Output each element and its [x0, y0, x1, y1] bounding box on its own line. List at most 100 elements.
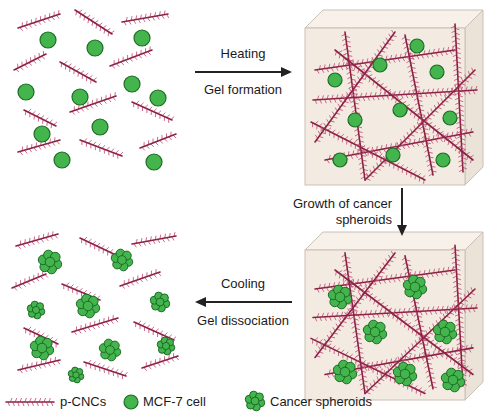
- fibril-core: [12, 274, 46, 288]
- cell: [92, 119, 108, 135]
- cell: [146, 154, 162, 170]
- fibril-core: [405, 256, 433, 389]
- step-label: Heating: [221, 46, 266, 62]
- cell: [386, 148, 400, 162]
- fibril-branches: [336, 270, 473, 376]
- spheroid: [333, 360, 356, 384]
- fibril-core: [72, 318, 118, 332]
- fibril-core: [335, 50, 473, 160]
- cell: [40, 32, 56, 48]
- process-arrow-shaft: [206, 301, 292, 303]
- gel-side-face: [465, 232, 483, 400]
- process-arrow-shaft: [195, 71, 281, 73]
- spheroid-cell: [118, 256, 127, 265]
- spheroid-cell: [370, 327, 380, 337]
- cell: [393, 103, 407, 117]
- spheroid: [157, 337, 175, 355]
- fibril-core: [365, 289, 475, 394]
- spheroid: [393, 362, 416, 386]
- process-arrow-shaft: [401, 188, 403, 225]
- fibril-core: [345, 32, 365, 180]
- fibril-core: [311, 122, 425, 180]
- fibril-core: [140, 134, 176, 148]
- spheroid-cell: [45, 257, 55, 267]
- step-label: Cooling: [221, 276, 265, 292]
- cell: [87, 40, 103, 56]
- cell: [54, 152, 70, 168]
- cell: [328, 73, 342, 87]
- fibril-core: [335, 270, 473, 375]
- spheroid-cell: [156, 298, 164, 306]
- sol-state: [14, 10, 176, 170]
- cell: [443, 111, 457, 125]
- legend-text: Cancer spheroids: [270, 394, 372, 410]
- spheroid-cell: [400, 369, 410, 379]
- cell: [124, 395, 138, 409]
- fibril-core: [122, 14, 168, 22]
- spheroid-cell: [32, 306, 39, 313]
- gel-side-face: [465, 10, 483, 185]
- fibril-core: [132, 102, 172, 120]
- spheroid-cell: [251, 397, 259, 405]
- fibril-branches: [315, 30, 396, 141]
- process-arrow-head: [281, 67, 292, 77]
- spheroid-cell: [37, 343, 47, 353]
- step-label: Growth of cancer spheroids: [288, 196, 392, 228]
- spheroid: [245, 391, 264, 411]
- fibril-core: [110, 50, 152, 66]
- fibril-branches: [316, 251, 397, 357]
- fibril-core: [134, 322, 174, 340]
- spheroid-cell: [440, 327, 450, 337]
- spheroid: [441, 368, 464, 392]
- gel-top-face: [305, 232, 483, 250]
- fibril-core: [24, 110, 56, 126]
- fibril-core: [120, 272, 160, 286]
- process-arrows: [195, 67, 407, 307]
- spheroid: [111, 249, 132, 271]
- cell: [348, 113, 362, 127]
- fibril-core: [365, 70, 475, 180]
- cell: [72, 89, 88, 105]
- fibril-core: [18, 360, 60, 370]
- spheroid-cell: [335, 292, 345, 302]
- legend-text: p-CNCs: [60, 394, 106, 410]
- fibril-core: [315, 253, 395, 358]
- gel-top-face: [305, 10, 483, 28]
- fibril-branches: [335, 51, 473, 164]
- spheroid-cell: [410, 282, 420, 292]
- step-label: Gel dissociation: [197, 313, 289, 329]
- spheroid: [38, 250, 61, 274]
- cell: [373, 58, 387, 72]
- cell: [134, 30, 150, 46]
- fibril-core: [16, 234, 58, 246]
- fibril-core: [132, 236, 176, 244]
- fibril-core: [6, 401, 54, 403]
- spheroid: [27, 301, 45, 319]
- spheroid-cell: [162, 342, 169, 349]
- spheroid: [76, 294, 99, 318]
- spheroid: [150, 292, 169, 312]
- fibril-branches: [76, 10, 115, 36]
- spheroid: [30, 336, 53, 360]
- fibril-core: [75, 10, 112, 34]
- cell: [333, 153, 347, 167]
- fibril-core: [84, 362, 126, 376]
- legend-icons: [6, 391, 265, 411]
- fibril-core: [60, 62, 96, 82]
- cell: [430, 65, 444, 79]
- released-spheroids: [12, 231, 179, 383]
- spheroid: [328, 285, 351, 309]
- spheroid: [99, 339, 120, 361]
- fibril-core: [80, 238, 118, 256]
- spheroid-cell: [73, 372, 79, 378]
- spheroid: [433, 320, 456, 344]
- spheroid: [363, 320, 386, 344]
- spheroid: [68, 367, 84, 383]
- fibril-core: [311, 338, 425, 393]
- cell: [150, 90, 166, 106]
- gel-with-cells: [305, 10, 483, 185]
- cell: [124, 76, 140, 92]
- spheroid-cell: [83, 301, 93, 311]
